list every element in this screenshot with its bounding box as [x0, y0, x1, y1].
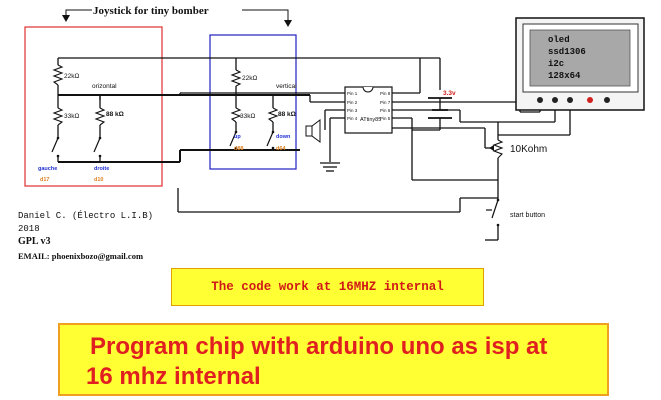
start-button-label: start button: [510, 212, 545, 219]
pot-wiper-arrow: [489, 145, 494, 151]
chip-pin2-label: Pin 2: [347, 100, 358, 105]
r4-label: 22kΩ: [242, 75, 257, 82]
r3-label: 88 kΩ: [106, 111, 124, 118]
program-note-banner: Program chip with arduino uno as isp at …: [58, 323, 609, 396]
oled-line-3: i2c: [548, 59, 564, 69]
author-email: EMAIL: phoenixbozo@gmail.com: [18, 251, 144, 261]
horizontal-label: orizontal: [92, 83, 117, 90]
chip-body: [344, 86, 393, 134]
title-group: Joystick for tiny bomber: [62, 5, 292, 27]
wires: [57, 57, 571, 241]
program-note-line-1: Program chip with arduino uno as isp at: [90, 333, 548, 360]
program-note-line-2: 16 mhz internal: [86, 363, 261, 390]
r5-label: 33kΩ: [240, 113, 255, 120]
r6-label: 88 kΩ: [278, 111, 296, 118]
down-button-label: down: [276, 134, 291, 140]
title-arrow-right: [242, 9, 289, 22]
oled-line-4: 128x64: [548, 71, 581, 81]
up-pin-label: d88: [234, 146, 243, 152]
right-button-label: droite: [94, 166, 109, 172]
oled-pin-gnd: [537, 97, 543, 103]
chip-pin8-label: Pin 8: [380, 91, 391, 96]
chip-pin1-label: Pin 1: [347, 91, 358, 96]
battery-icon: 3.3v: [428, 90, 456, 119]
oled-pin-scl: [567, 97, 573, 103]
horizontal-joystick-box: [24, 26, 163, 187]
chip-pin6-label: Pin 6: [380, 108, 391, 113]
switch-dots: [56, 130, 500, 227]
author-year: 2018: [18, 224, 40, 234]
title-arrow-left: [65, 9, 92, 16]
code-note-text: The code work at 16MHZ internal: [211, 280, 444, 294]
chip-pin7-label: Pin 7: [380, 100, 391, 105]
chip-pin4-label: Pin 4: [347, 116, 358, 121]
right-pin-label: d10: [94, 177, 103, 183]
chip-pin3-label: Pin 3: [347, 108, 358, 113]
pot-label: 10Kohm: [510, 144, 547, 155]
title-text: Joystick for tiny bomber: [93, 5, 209, 17]
oled-pin-sda: [587, 97, 593, 103]
oled-screen: [529, 29, 631, 87]
resistor-labels: 22kΩ 33kΩ 88 kΩ 22kΩ 33kΩ 88 kΩ orizonta…: [64, 73, 297, 120]
oled-pin-vcc: [552, 97, 558, 103]
oled-display: oled ssd1306 i2c 128x64: [515, 17, 645, 111]
attiny85-chip: Pin 1 Pin 2 Pin 3 Pin 4 Pin 8 Pin 7 Pin …: [344, 86, 393, 134]
left-button-label: gauche: [38, 166, 57, 172]
switch-symbols: [51, 131, 499, 219]
vertical-joystick-box: [209, 34, 297, 170]
r2-label: 33kΩ: [64, 113, 79, 120]
title-arrow-left-head: [62, 15, 70, 22]
down-pin-label: d64: [276, 146, 286, 152]
chip-name: ATtiny85: [360, 117, 381, 123]
button-labels: gauche d17 droite d10 up d88 down d64: [38, 134, 291, 183]
title-arrow-right-head: [284, 20, 292, 27]
left-pin-label: d17: [40, 177, 49, 183]
battery-label: 3.3v: [443, 90, 456, 97]
chip-notch: [362, 86, 374, 93]
oled-pin-extra: [604, 97, 610, 103]
up-button-label: up: [234, 134, 241, 140]
author-license: GPL v3: [18, 236, 51, 247]
resistor-symbols: [52, 64, 504, 159]
vertical-label: vertical: [276, 83, 297, 90]
code-note-banner: The code work at 16MHZ internal: [171, 268, 484, 306]
chip-pin5-label: Pin 5: [380, 116, 391, 121]
r1-label: 22kΩ: [64, 73, 79, 80]
speaker-icon: [305, 119, 321, 143]
oled-line-1: oled: [548, 35, 570, 45]
oled-line-2: ssd1306: [548, 47, 586, 57]
author-name: Daniel C. (Électro L.I.B): [18, 211, 154, 221]
